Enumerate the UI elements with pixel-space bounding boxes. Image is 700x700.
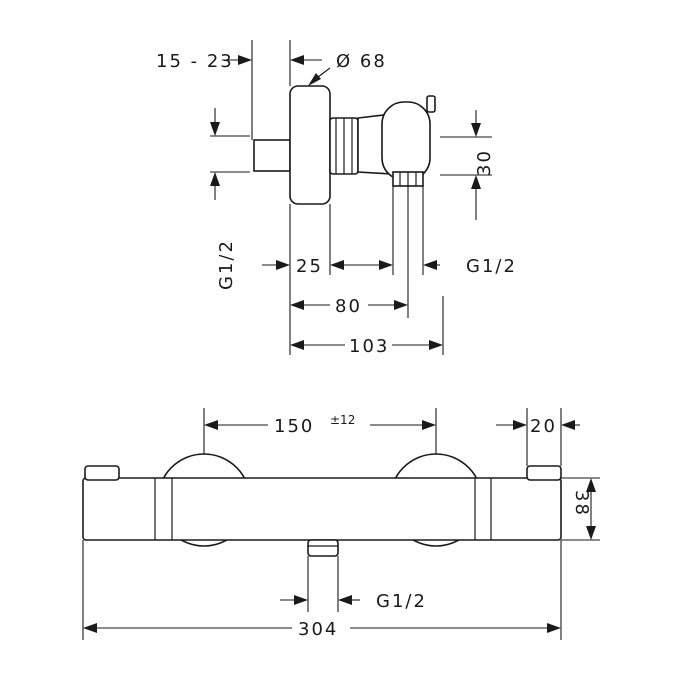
dim-depth-total-label: 103 xyxy=(349,336,389,357)
side-view: 15 - 23 Ø 68 G1/2 30 25 G1/2 80 xyxy=(156,40,517,357)
wall-flange xyxy=(289,85,331,205)
dim-diameter-label: Ø 68 xyxy=(336,51,387,72)
control-knob xyxy=(381,101,431,181)
knob-lever xyxy=(426,95,436,113)
dim-centers-label: 150 xyxy=(274,416,314,437)
dim-end-cap-label: 20 xyxy=(530,416,557,437)
bath-outlet xyxy=(307,539,339,557)
dim-offset-label: 15 - 23 xyxy=(156,51,234,72)
dim-body-height-label: 38 xyxy=(571,490,592,517)
dim-total-length-label: 304 xyxy=(298,619,338,640)
dim-height-label: 30 xyxy=(474,149,495,176)
dim-inlet-thread-label: G1/2 xyxy=(216,239,237,290)
dim-depth-outlet-label: 80 xyxy=(335,296,362,317)
front-view: 150 ±12 20 38 G1/2 304 xyxy=(82,408,600,640)
dim-outlet-thread-front-label: G1/2 xyxy=(376,591,427,612)
right-end-cap xyxy=(526,465,562,481)
dim-outlet-thread-side-label: G1/2 xyxy=(466,256,517,277)
left-end-cap xyxy=(84,465,120,481)
eccentric-connector xyxy=(253,139,291,172)
dim-wall-label: 25 xyxy=(296,256,323,277)
dim-centers-tolerance: ±12 xyxy=(330,413,355,427)
